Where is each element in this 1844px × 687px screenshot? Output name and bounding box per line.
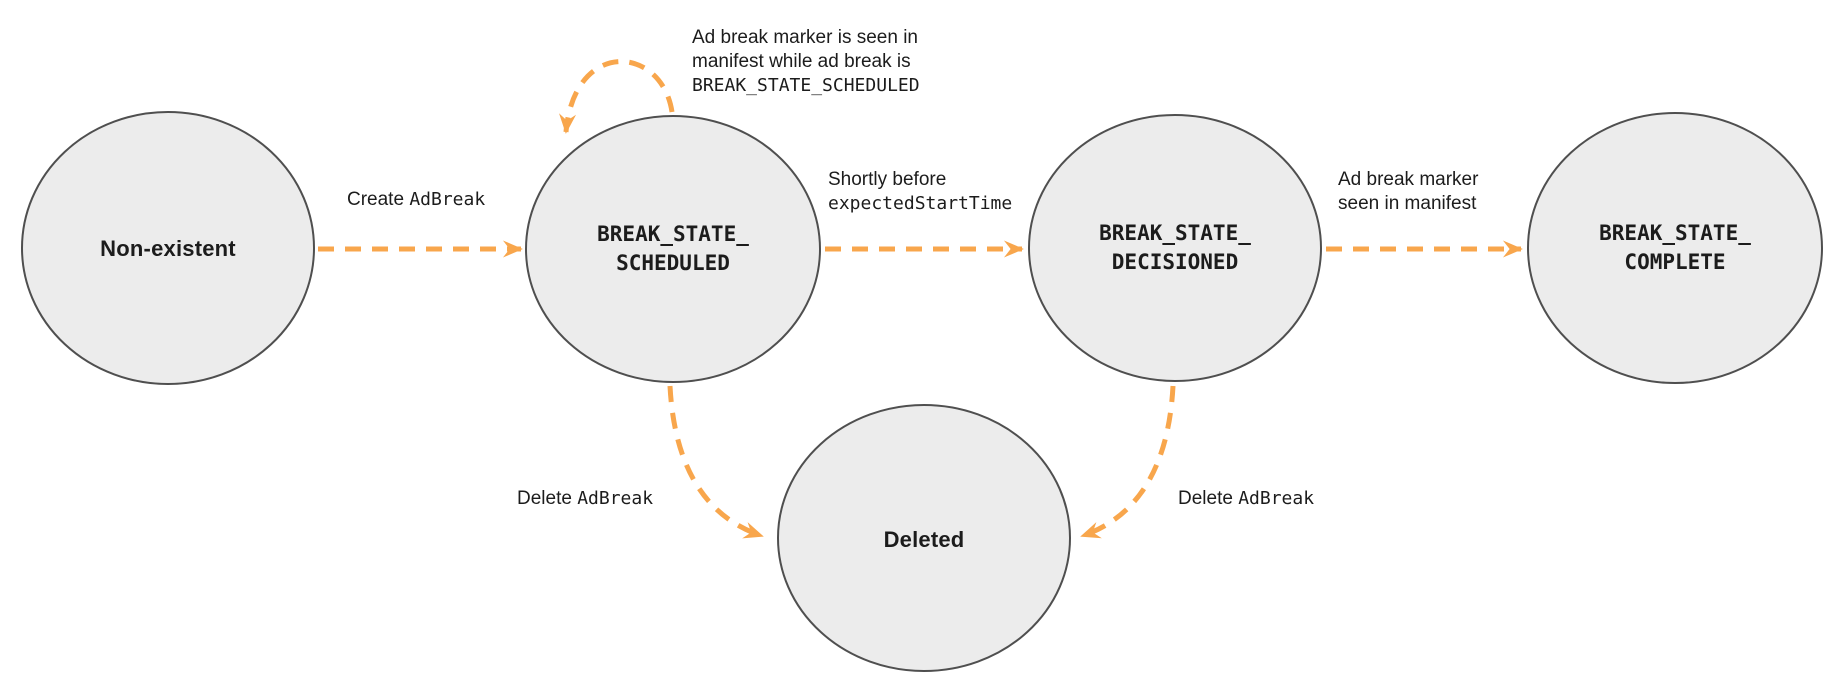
state-label-break-state-decisioned: BREAK_STATE_ DECISIONED [1099, 221, 1251, 274]
edge-label-delete-adbreak-from-scheduled: Delete AdBreak [517, 488, 654, 509]
state-circle-non-existent [21, 111, 315, 385]
state-circle-break-state-scheduled [525, 115, 821, 383]
edge-label-marker-seen-while-scheduled: Ad break marker is seen in manifest whil… [692, 27, 920, 96]
state-label-non-existent: Non-existent [100, 236, 236, 261]
transition-arrow-decisioned-to-deleted [1080, 385, 1176, 539]
transition-arrow-scheduled-to-deleted [667, 385, 764, 539]
state-label-break-state-complete: BREAK_STATE_ COMPLETE [1599, 221, 1751, 274]
state-label-break-state-scheduled: BREAK_STATE_ SCHEDULED [597, 222, 749, 275]
edge-label-delete-adbreak-from-decisioned: Delete AdBreak [1178, 488, 1315, 509]
edge-label-marker-seen-in-manifest: Ad break marker seen in manifest [1338, 169, 1479, 214]
state-circle-deleted [777, 404, 1071, 672]
edge-label-create-adbreak: Create AdBreak [347, 189, 486, 210]
state-label-deleted: Deleted [883, 527, 965, 552]
state-circle-break-state-complete [1527, 112, 1823, 384]
transition-arrow-self-loop-scheduled [559, 59, 675, 134]
state-circle-break-state-decisioned [1028, 114, 1322, 382]
edge-label-shortly-before-expected-start-time: Shortly before expectedStartTime [828, 169, 1013, 214]
